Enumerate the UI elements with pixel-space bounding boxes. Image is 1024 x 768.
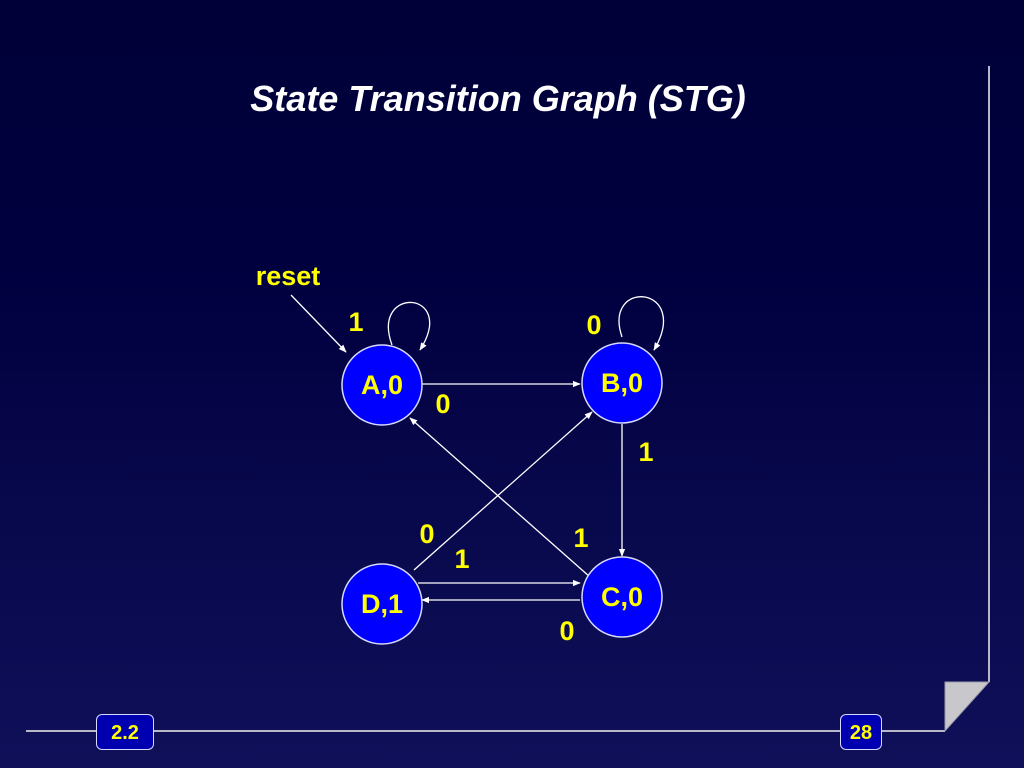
edge-a-a — [387, 301, 431, 351]
reset-label: reset — [256, 261, 321, 291]
edge-c-a-label: 1 — [573, 523, 588, 553]
state-a-label: A,0 — [361, 370, 403, 400]
state-b: B,0 — [581, 342, 663, 424]
edge-a-b-label: 0 — [435, 389, 450, 419]
edge-b-b — [618, 296, 665, 351]
page-frame — [26, 66, 991, 733]
state-d-label: D,1 — [361, 589, 403, 619]
slide-title: State Transition Graph (STG) — [250, 78, 746, 119]
state-d: D,1 — [341, 563, 423, 645]
edge-c-a — [409, 417, 591, 578]
edge-d-b-label: 0 — [419, 519, 434, 549]
edge-d-c-label: 1 — [454, 544, 469, 574]
section-number-badge: 2.2 — [96, 714, 154, 750]
state-a: A,0 — [341, 344, 423, 426]
transition-edges — [290, 294, 665, 604]
edge-b-c-label: 1 — [638, 437, 653, 467]
state-c-label: C,0 — [601, 582, 643, 612]
reset-arrow — [290, 294, 347, 353]
edge-a-a-label: 1 — [348, 307, 363, 337]
page-number-badge: 28 — [840, 714, 882, 750]
state-b-label: B,0 — [601, 368, 643, 398]
edge-b-b-label: 0 — [586, 310, 601, 340]
state-c: C,0 — [581, 556, 663, 638]
edge-c-d-label: 0 — [559, 616, 574, 646]
edge-d-b — [413, 411, 593, 571]
